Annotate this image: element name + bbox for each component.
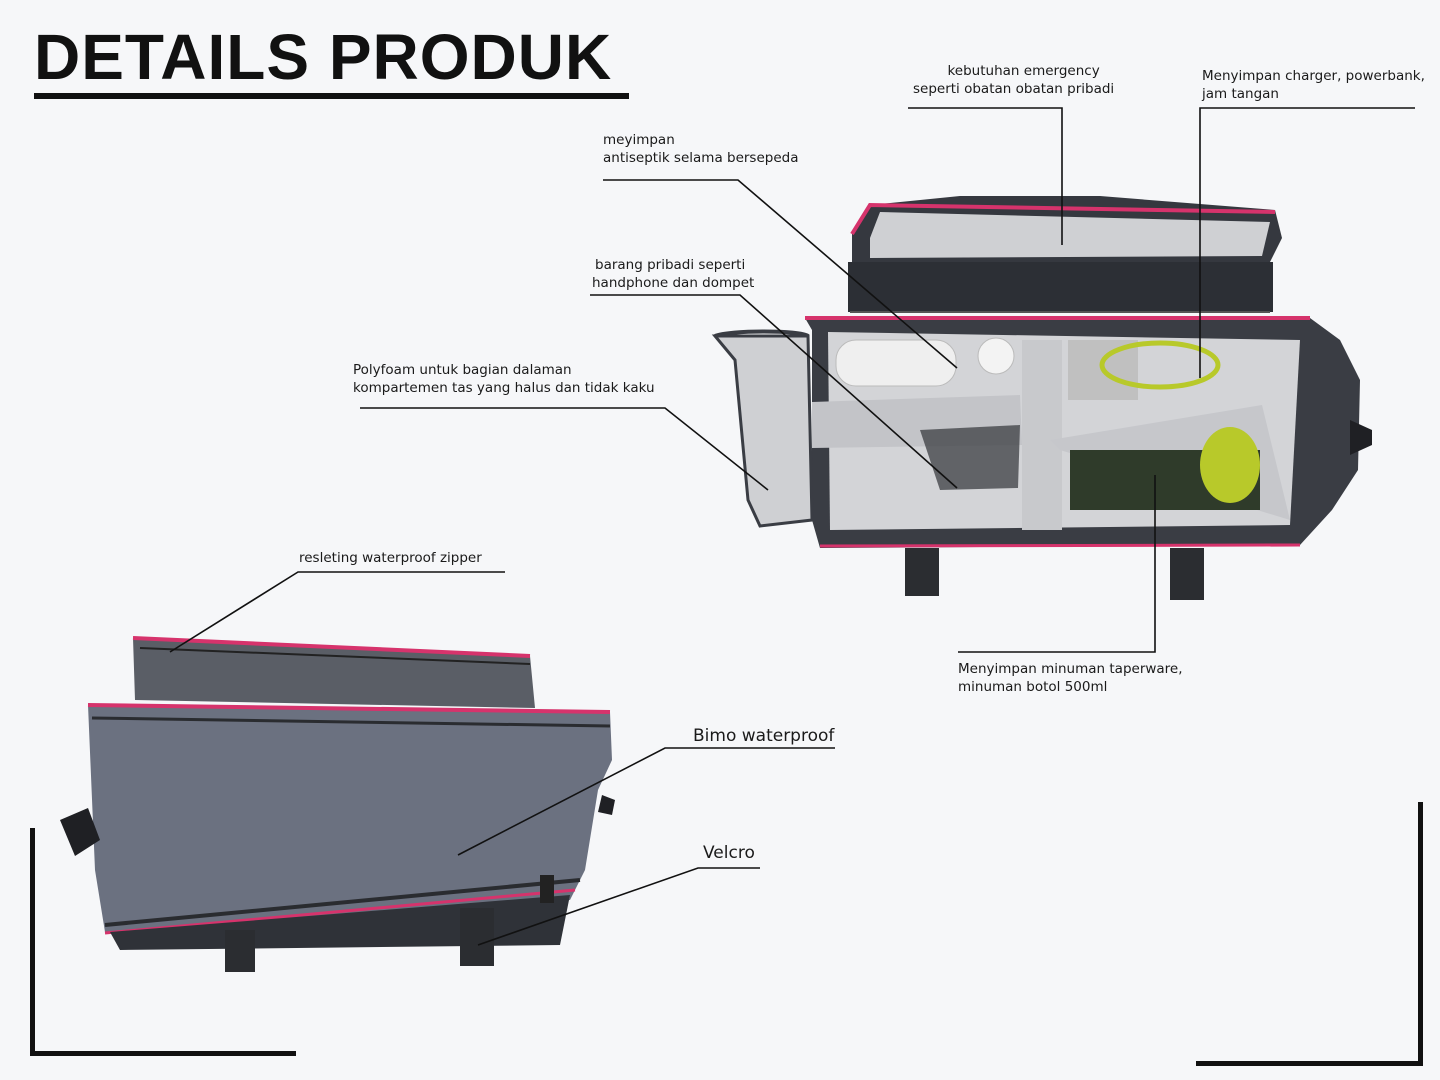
callout-personal-items: barang pribadi seperti handphone dan dom… — [592, 256, 755, 292]
callout-drinks-line1: Menyimpan minuman taperware, — [958, 661, 1183, 677]
callout-emergency: kebutuhan emergency seperti obatan obata… — [913, 62, 1114, 98]
frame-corner-right-vertical — [1418, 802, 1423, 1066]
callout-velcro: Velcro — [703, 842, 755, 864]
callout-velcro-line1: Velcro — [703, 843, 755, 863]
callout-personal-line1: barang pribadi seperti — [595, 257, 746, 273]
callout-emergency-line1: kebutuhan emergency — [947, 63, 1100, 79]
frame-corner-right-horizontal — [1196, 1061, 1423, 1066]
callout-zipper: resleting waterproof zipper — [299, 549, 482, 567]
frame-corner-left-horizontal — [30, 1051, 296, 1056]
callout-polyfoam-line1: Polyfoam untuk bagian dalaman — [353, 362, 572, 378]
frame-corner-left-vertical — [30, 828, 35, 1056]
callout-drinks-line2: minuman botol 500ml — [958, 679, 1108, 695]
callout-material: Bimo waterproof — [693, 725, 834, 747]
callout-personal-line2: handphone dan dompet — [592, 275, 755, 291]
callout-charger-line1: Menyimpan charger, powerbank, — [1202, 68, 1425, 84]
callout-emergency-line2: seperti obatan obatan pribadi — [913, 81, 1115, 97]
callout-drinks: Menyimpan minuman taperware, minuman bot… — [958, 660, 1183, 696]
callout-polyfoam: Polyfoam untuk bagian dalaman komparteme… — [353, 361, 655, 397]
callout-antiseptic-line1: meyimpan — [603, 132, 675, 148]
closed-bag-image — [60, 636, 615, 972]
open-bag-image — [711, 196, 1372, 600]
callout-material-line1: Bimo waterproof — [693, 726, 835, 746]
callout-charger: Menyimpan charger, powerbank, jam tangan — [1202, 67, 1425, 103]
leader-lines — [169, 107, 1415, 946]
callout-zipper-line1: resleting waterproof zipper — [299, 550, 482, 566]
callout-charger-line2: jam tangan — [1202, 86, 1279, 102]
page-title: DETAILS PRODUK — [34, 21, 613, 93]
title-underline — [34, 93, 629, 99]
callout-antiseptic-line2: antiseptik selama bersepeda — [603, 150, 799, 166]
callout-antiseptic: meyimpan antiseptik selama bersepeda — [603, 131, 799, 167]
callout-polyfoam-line2: kompartemen tas yang halus dan tidak kak… — [353, 380, 655, 396]
